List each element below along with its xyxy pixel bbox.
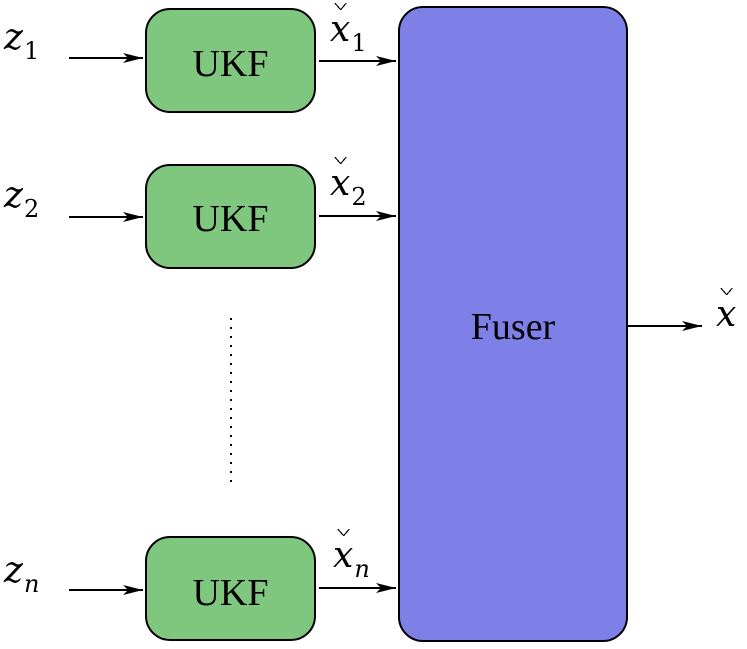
- ukf-block-2: [145, 164, 316, 269]
- estimate-label-2: x2: [330, 163, 367, 211]
- input-label-n: zn: [4, 550, 40, 598]
- ukf-block-n: [145, 536, 316, 641]
- fused-output-label: x: [716, 294, 737, 335]
- fuser-label: Fuser: [470, 306, 556, 348]
- ukf-block-1: [145, 8, 316, 113]
- ukf-label-n: UKF: [192, 572, 269, 614]
- estimate-label-n: xn: [333, 535, 370, 583]
- input-label-2: z2: [4, 175, 40, 223]
- ukf-label-1: UKF: [192, 43, 269, 85]
- fuser-block: [398, 6, 628, 642]
- estimate-label-1: x1: [330, 9, 367, 57]
- ukf-label-2: UKF: [192, 198, 269, 240]
- input-label-1: z1: [4, 17, 40, 65]
